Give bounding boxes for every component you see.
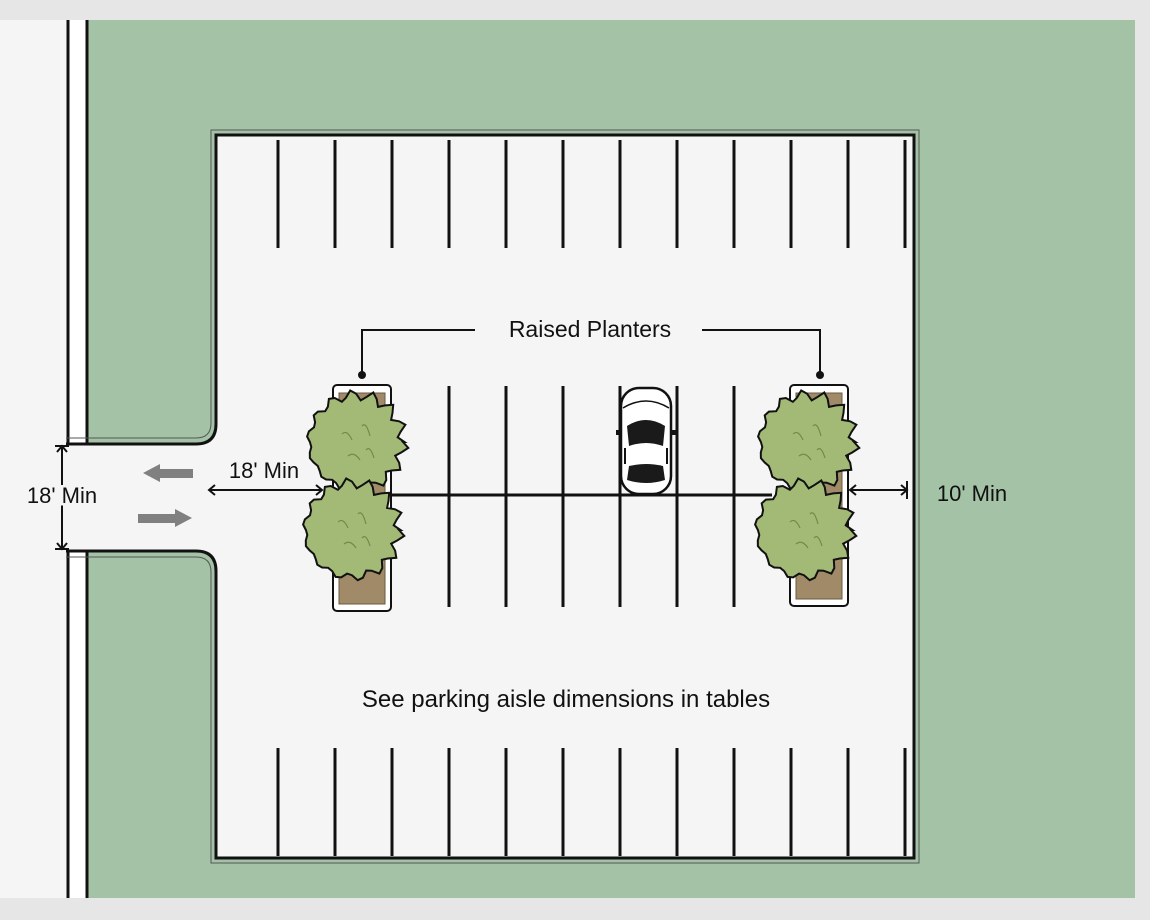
planters-leader xyxy=(358,329,824,379)
road xyxy=(0,20,68,898)
lot-curb-edge xyxy=(66,129,920,864)
side-clearance-label: 10' Min xyxy=(937,481,1007,506)
tree-icon xyxy=(306,389,410,494)
tree-icon xyxy=(757,389,861,494)
tree-icon xyxy=(302,477,406,582)
bottom-row-stall-lines xyxy=(276,748,907,856)
entrance-width-label: 18' Min xyxy=(27,483,97,508)
dimension-note: See parking aisle dimensions in tables xyxy=(362,686,770,713)
exit-arrow-icon xyxy=(143,464,193,482)
setback-dimension xyxy=(207,484,324,496)
car-icon xyxy=(616,386,676,496)
lot-outline xyxy=(66,133,916,860)
entry-arrow-icon xyxy=(138,509,192,527)
tree-icon xyxy=(754,477,858,582)
planters-label: Raised Planters xyxy=(509,316,671,342)
entrance-width-dimension xyxy=(55,444,69,551)
trees xyxy=(302,389,861,582)
side-clearance-dimension xyxy=(848,481,909,499)
top-row-stall-lines xyxy=(276,140,907,248)
setback-label: 18' Min xyxy=(229,458,299,483)
